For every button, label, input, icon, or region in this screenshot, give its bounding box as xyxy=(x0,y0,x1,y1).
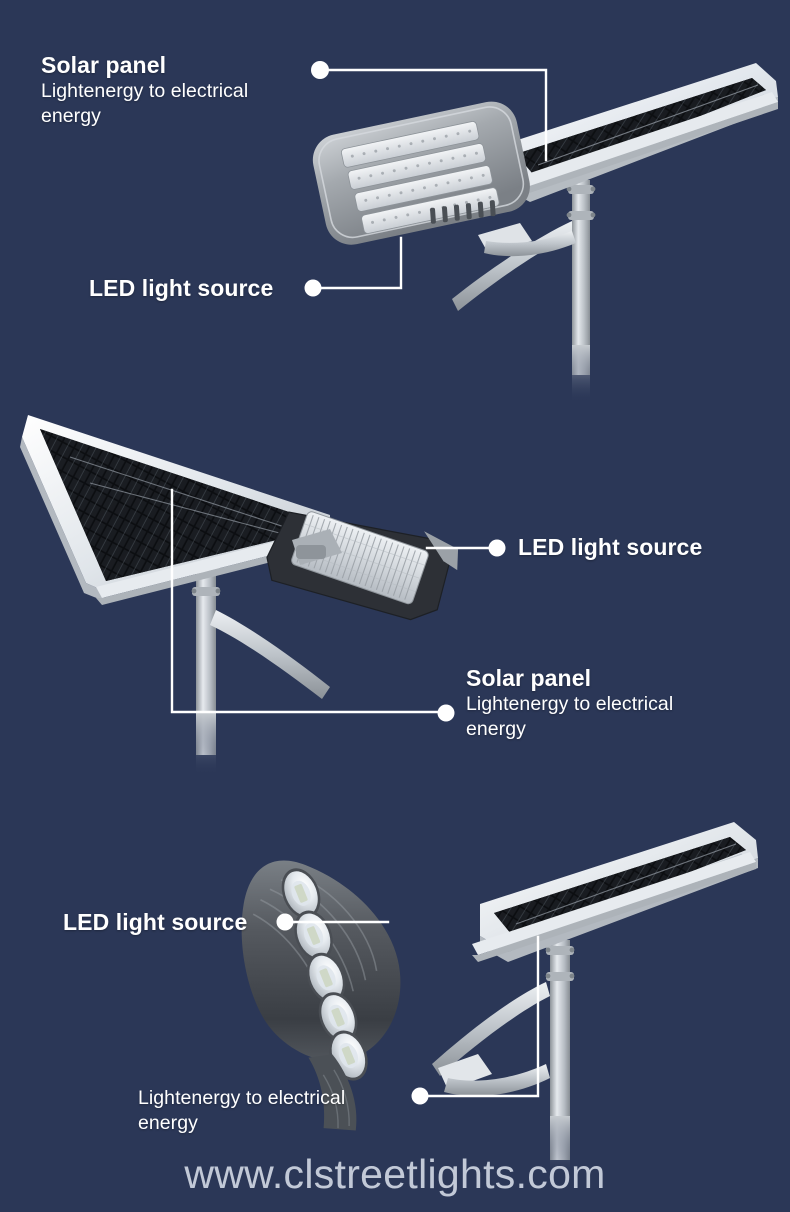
callout-description-line-2: energy xyxy=(41,105,101,128)
callout-led-2: LED light source xyxy=(518,534,758,561)
panel-1-artwork xyxy=(280,45,790,405)
panel-2-artwork xyxy=(0,395,520,775)
callout-description-line-2: energy xyxy=(466,718,526,741)
callout-description-line-2: energy xyxy=(138,1112,198,1135)
callout-title: LED light source xyxy=(89,275,274,301)
callout-solar-panel-1: Solar panel Lightenergy to electrical en… xyxy=(41,52,321,130)
panel-3-artwork xyxy=(241,800,790,1176)
callout-description-line-1: Lightenergy to electrical xyxy=(138,1087,346,1109)
callout-led-1: LED light source xyxy=(89,275,309,302)
callout-solar-panel-3: Lightenergy to electrical energy xyxy=(138,1086,438,1137)
callout-title: LED light source xyxy=(63,909,248,935)
callout-title: Solar panel xyxy=(41,52,167,78)
callout-description-line-1: Lightenergy to electrical xyxy=(466,693,674,716)
callout-title: Solar panel xyxy=(466,665,592,691)
callout-solar-panel-2: Solar panel Lightenergy to electrical en… xyxy=(466,665,766,743)
callout-description-line-1: Lightenergy to electrical xyxy=(41,80,249,103)
site-watermark: www.clstreetlights.com xyxy=(184,1151,606,1197)
callout-title: LED light source xyxy=(518,534,703,560)
callout-led-3: LED light source xyxy=(63,909,283,936)
